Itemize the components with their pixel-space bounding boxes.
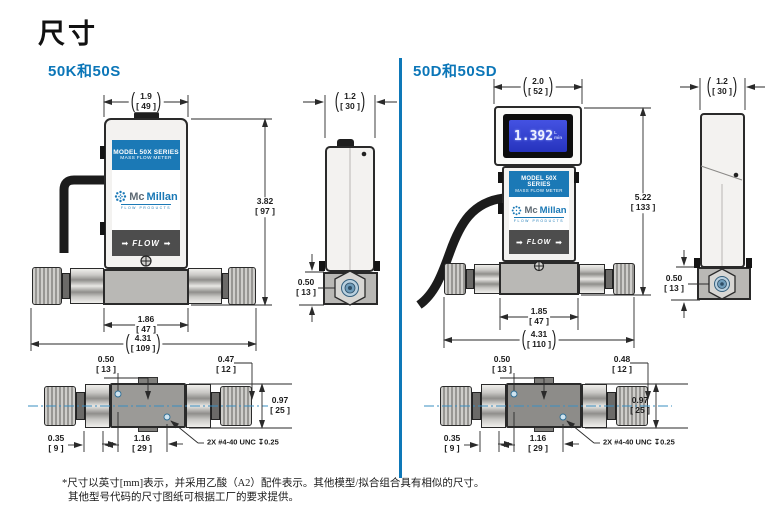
dim-50k-edge-offset: 0.35[ 9 ] [47, 433, 65, 453]
lcd-unit-top: L [554, 130, 557, 136]
dims-50k-front [30, 95, 272, 351]
dim-50k-port-height: 0.50[ 13 ] [295, 277, 317, 298]
flow-arrow-icon: ➡ [515, 237, 523, 247]
fitting-ring [466, 269, 474, 289]
brand-tagline: FLOW PRODUCTS [513, 216, 565, 223]
mcmillan-starburst-icon [115, 190, 127, 203]
body-side-nub [100, 146, 105, 159]
dims-50d-side [671, 78, 765, 318]
flow-arrow-icon: ➡ [555, 237, 562, 247]
front-view-50k-screw [140, 255, 152, 267]
dim-50k-front-width: ( 1.9[ 49 ] ) [128, 88, 164, 113]
dim-50d-port-height: 0.50[ 13 ] [663, 273, 685, 294]
flow-text: FLOW [132, 238, 160, 248]
fitting-cylinder [32, 267, 62, 305]
fitting-cylinder [228, 267, 256, 305]
fitting-nut [474, 264, 500, 294]
page-title: 尺寸 [38, 19, 98, 49]
side-view-50k-top-cap [337, 139, 354, 146]
dim-50d-block-height: 0.97[ 25 ] [630, 395, 650, 415]
flow-text: FLOW [526, 238, 552, 246]
dims-50d-bottom [424, 362, 688, 452]
dims-50k-side [299, 95, 397, 322]
cable-50k [59, 175, 106, 253]
dim-50d-hole-offset-top: 0.50[ 13 ] [492, 354, 512, 374]
model-label-band: MODEL 50X SERIES MASS FLOW METER [112, 140, 180, 170]
flow-direction-band: ➡ FLOW ➡ [509, 230, 569, 254]
brand-mc: Mc [129, 190, 145, 203]
dim-50k-hole-spacing: 1.16[ 29 ] [131, 433, 153, 454]
flow-direction-band: ➡ FLOW ➡ [112, 230, 180, 256]
dim-50d-overall-width: ( 4.31[ 110 ] ) [519, 326, 559, 351]
side-view-50k-details [319, 148, 380, 306]
footnote-line1: *尺寸以英寸[mm]表示，并采用乙酸（A2）配件表示。其他模型/拟合组合具有相似… [62, 478, 485, 489]
fitting-nut [70, 268, 104, 304]
dims-50k-bottom [28, 362, 292, 452]
flow-arrow-icon: ➡ [163, 238, 171, 248]
cable-50d [416, 193, 505, 309]
model-label-line2: MASS FLOW METER [515, 187, 563, 193]
dim-50d-hole-offset-right: 0.48[ 12 ] [612, 354, 632, 374]
model-label-line1: MODEL 50X SERIES [113, 149, 179, 156]
dim-50d-edge-offset: 0.35[ 9 ] [443, 433, 461, 453]
dim-50d-hole-spacing: 1.16[ 29 ] [527, 433, 549, 454]
fitting-nut [188, 268, 222, 304]
brand-millan: Millan [146, 190, 178, 203]
dim-50k-overall-width: ( 4.31[ 109 ] ) [123, 330, 163, 355]
front-view-50d-screw [533, 260, 545, 272]
brand-mc: Mc [524, 204, 538, 216]
body-side-nub [574, 172, 579, 183]
dim-50d-front-height: 5.22[ 133 ] [629, 192, 657, 213]
model-label-band: MODEL 50X SERIES MASS FLOW METER [509, 171, 569, 197]
fitting-ring [605, 269, 613, 289]
section-heading-50k-50s: 50K和50S [48, 63, 121, 80]
fitting-cylinder [613, 263, 635, 295]
side-view-50d-details [694, 165, 752, 300]
fitting-nut [579, 264, 605, 294]
body-side-nub [498, 203, 503, 214]
thread-callout-50d: 2X #4-40 UNC ↧0.25 [603, 437, 675, 447]
footnote-line2: 其他型号代码的尺寸图纸可根据工厂的要求提供。 [68, 492, 299, 504]
dim-50k-hole-offset-right: 0.47[ 12 ] [216, 354, 236, 374]
dim-50k-base-width: 1.86[ 47 ] [135, 314, 157, 335]
brand-millan: Millan [539, 204, 567, 216]
section-heading-50d-50sd: 50D和50SD [413, 63, 498, 80]
dim-50k-hole-offset-top: 0.50[ 13 ] [96, 354, 116, 374]
fitting-cylinder [444, 263, 466, 295]
brand-tagline: FLOW PRODUCTS [120, 204, 172, 210]
section-divider [399, 58, 402, 478]
dim-50k-side-width: ( 1.2[ 30 ] ) [332, 88, 368, 113]
mcmillan-starburst-icon [512, 205, 522, 215]
dim-50d-side-width: ( 1.2[ 30 ] ) [704, 73, 740, 98]
body-side-nub [100, 222, 105, 235]
thread-callout-50k: 2X #4-40 UNC ↧0.25 [207, 437, 279, 447]
footnote: *尺寸以英寸[mm]表示，并采用乙酸（A2）配件表示。其他模型/拟合组合具有相似… [62, 477, 722, 505]
dim-50d-base-width: 1.85[ 47 ] [528, 306, 550, 327]
model-label-line1: MODEL 50X SERIES [521, 175, 557, 188]
dim-50d-front-width: ( 2.0[ 52 ] ) [520, 73, 556, 98]
lcd-value: 1.392 [513, 128, 554, 144]
fitting-ring [62, 273, 70, 299]
dim-50k-block-height: 0.97[ 25 ] [270, 395, 290, 415]
model-label-line2: MASS FLOW METER [120, 156, 172, 161]
flow-arrow-icon: ➡ [121, 238, 129, 248]
dim-50k-front-height: 3.82[ 97 ] [254, 196, 276, 217]
front-view-50k-top-cap [134, 111, 159, 119]
lcd-unit-bottom: min [554, 135, 563, 140]
body-side-nub [498, 172, 503, 183]
